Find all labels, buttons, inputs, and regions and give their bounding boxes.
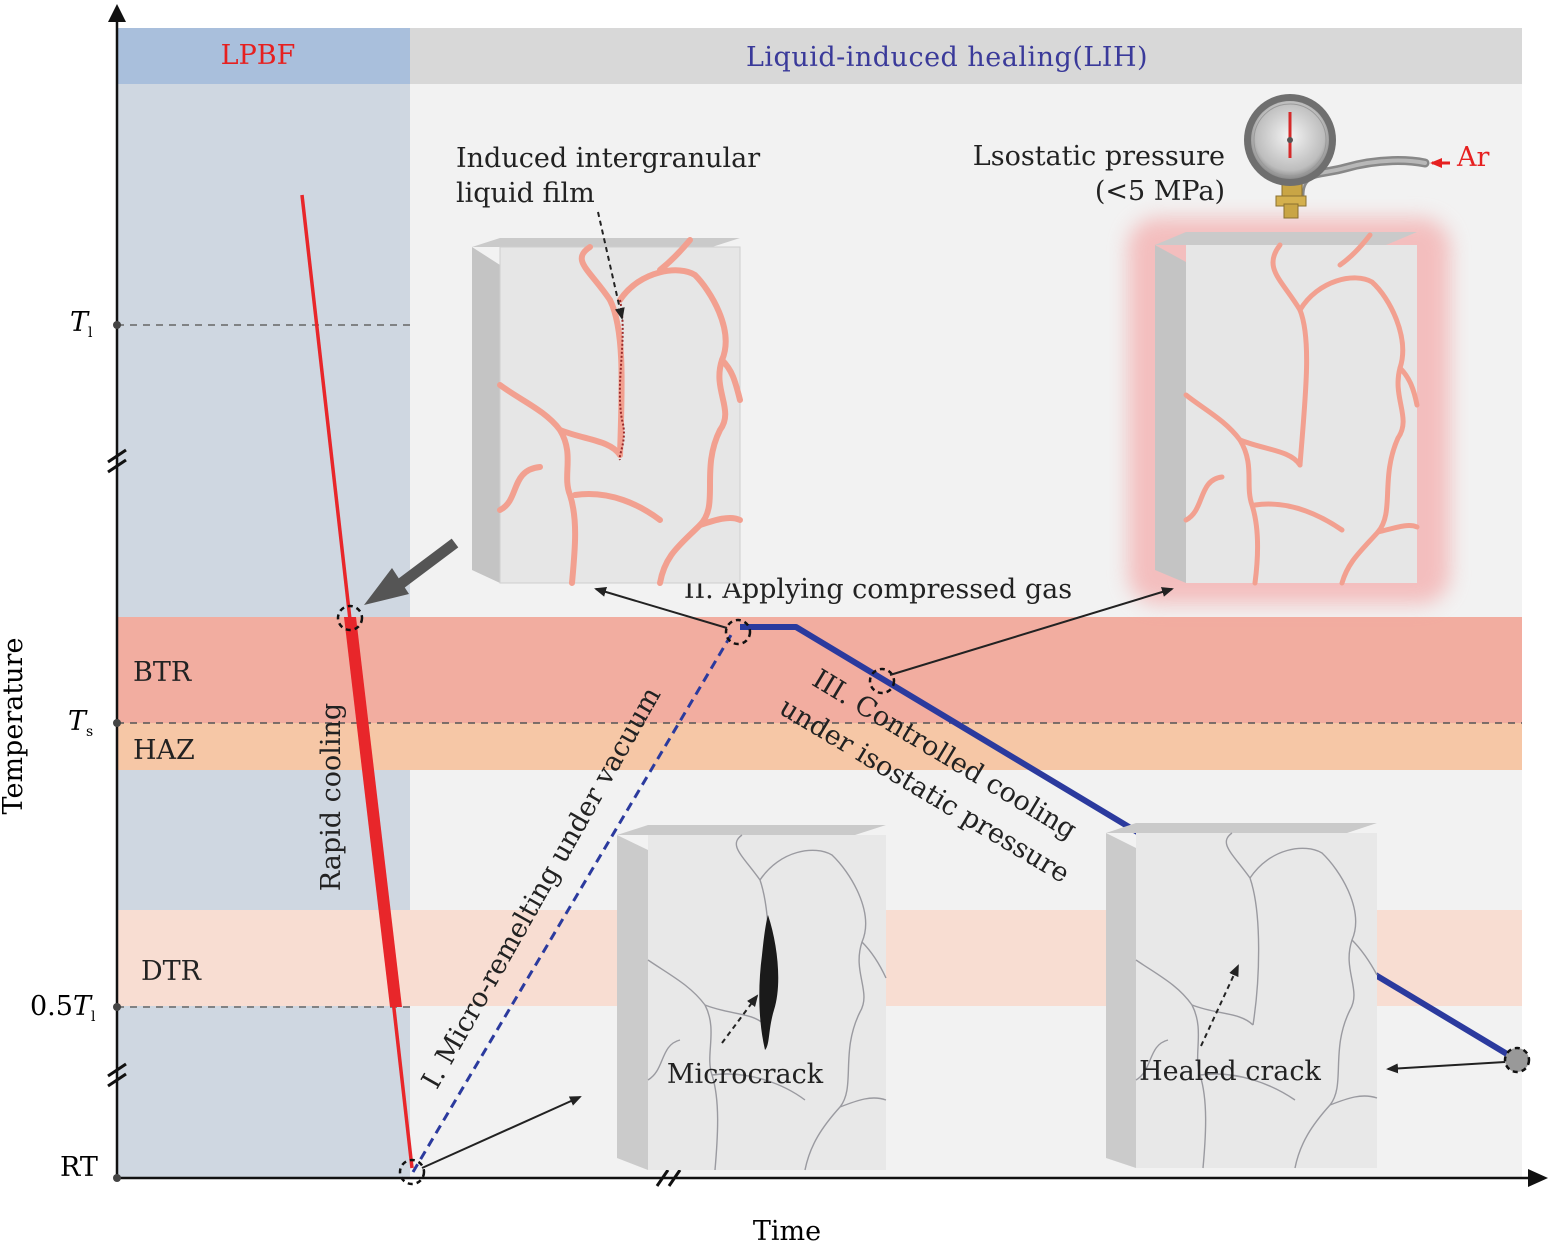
microcrack-cube bbox=[617, 825, 887, 1171]
t-liquidus-label: Tl bbox=[70, 307, 93, 341]
lpbf-header bbox=[117, 28, 410, 84]
btr-label: BTR bbox=[133, 657, 192, 688]
haz-band bbox=[117, 723, 1522, 770]
healed-crack-pointer bbox=[1200, 964, 1239, 1047]
half-t-liquidus-tick bbox=[113, 1003, 121, 1011]
arrow-cooling-to-pressure-cube bbox=[889, 587, 1174, 676]
brittle-point-marker bbox=[336, 604, 364, 632]
y-axis-break-lower bbox=[107, 1062, 127, 1088]
isostatic-pressure-cube bbox=[1128, 218, 1450, 604]
end-point-marker bbox=[1503, 1046, 1531, 1074]
rapid-cooling-segment bbox=[344, 617, 402, 1007]
cooling-point-marker bbox=[868, 667, 896, 695]
argon-label: Ar bbox=[1456, 142, 1489, 173]
arrow-peak-to-film-cube bbox=[594, 587, 728, 629]
rt-tick bbox=[113, 1174, 121, 1182]
liquid-film-label-line2: liquid film bbox=[456, 178, 595, 209]
arrow-start-to-microcrack bbox=[421, 1096, 582, 1169]
rt-label: RT bbox=[60, 1152, 98, 1183]
lih-header-label: Liquid-induced healing(LIH) bbox=[746, 42, 1148, 73]
y-axis bbox=[108, 4, 126, 1178]
start-point-marker bbox=[398, 1158, 426, 1186]
microcrack-pointer bbox=[721, 994, 759, 1044]
rapid-cooling-label: Rapid cooling bbox=[316, 703, 347, 891]
step-2-label: II. Applying compressed gas bbox=[684, 574, 1072, 605]
x-axis-title: Time bbox=[753, 1216, 821, 1243]
half-t-liquidus-label: 0.5Tl bbox=[30, 991, 96, 1025]
t-liquidus-tick bbox=[113, 321, 121, 329]
arrow-end-to-healed-cube bbox=[1386, 1061, 1506, 1074]
pressure-label-line1: Lsostatic pressure bbox=[973, 141, 1225, 172]
grey-pointer-arrow bbox=[364, 538, 459, 605]
healed-crack-cube bbox=[1106, 823, 1378, 1169]
pressure-gauge-icon bbox=[1244, 94, 1430, 219]
x-axis-break bbox=[655, 1169, 682, 1187]
lih-header bbox=[410, 28, 1522, 84]
liquid-film-pointer bbox=[597, 211, 625, 320]
t-solidus-tick bbox=[113, 719, 121, 727]
x-axis bbox=[117, 1169, 1548, 1187]
lpbf-header-label: LPBF bbox=[221, 40, 296, 71]
y-axis-break-upper bbox=[107, 448, 127, 474]
y-axis-title: Temperature bbox=[0, 638, 29, 815]
t-solidus-label: Ts bbox=[68, 706, 93, 740]
healed-crack-label: Healed crack bbox=[1139, 1056, 1321, 1087]
dtr-label: DTR bbox=[141, 956, 202, 987]
microcrack-label: Microcrack bbox=[667, 1059, 824, 1090]
pressure-label-line2: (<5 MPa) bbox=[1095, 176, 1225, 207]
liquid-film-cube bbox=[472, 237, 743, 586]
peak-point-marker bbox=[724, 618, 752, 646]
liquid-film-label-line1: Induced intergranular bbox=[456, 143, 760, 174]
haz-label: HAZ bbox=[133, 735, 195, 766]
